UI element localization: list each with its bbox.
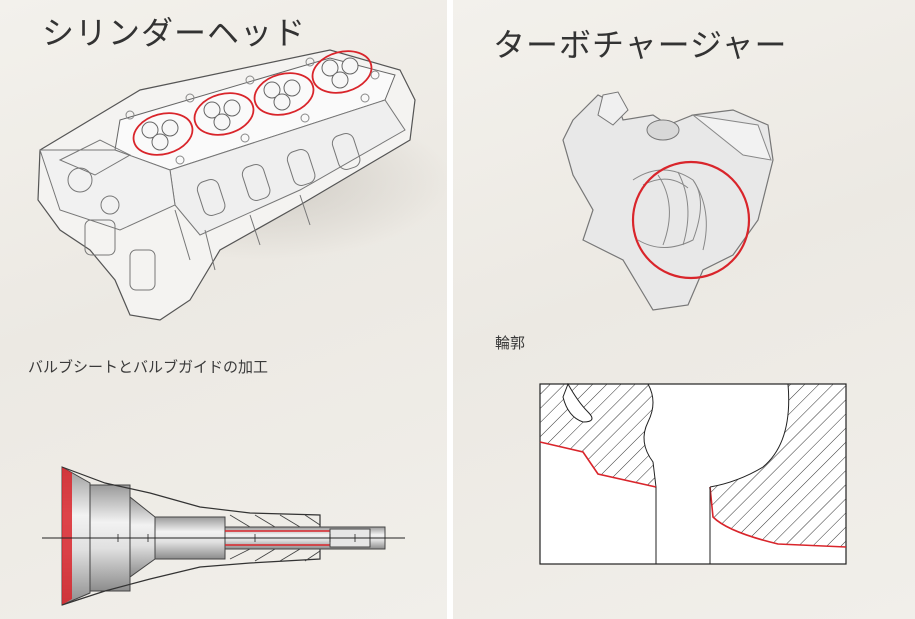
turbocharger-panel: ターボチャージャー 輪郭 (453, 0, 915, 619)
turbocharger-caption: 輪郭 (495, 334, 526, 352)
panel-divider (447, 0, 453, 619)
turbocharger-title: ターボチャージャー (493, 26, 788, 64)
cylinder-head-panel: シリンダーヘッド (0, 0, 447, 619)
contour-section-diagram (539, 382, 847, 565)
cylinder-head-title: シリンダーヘッド (42, 14, 307, 52)
valve-tool-diagram (42, 466, 405, 606)
cylinder-head-caption: バルブシートとバルブガイドの加工 (28, 358, 269, 376)
turbocharger-housing-illustration (562, 91, 774, 311)
cylinder-head-illustration (37, 49, 447, 321)
